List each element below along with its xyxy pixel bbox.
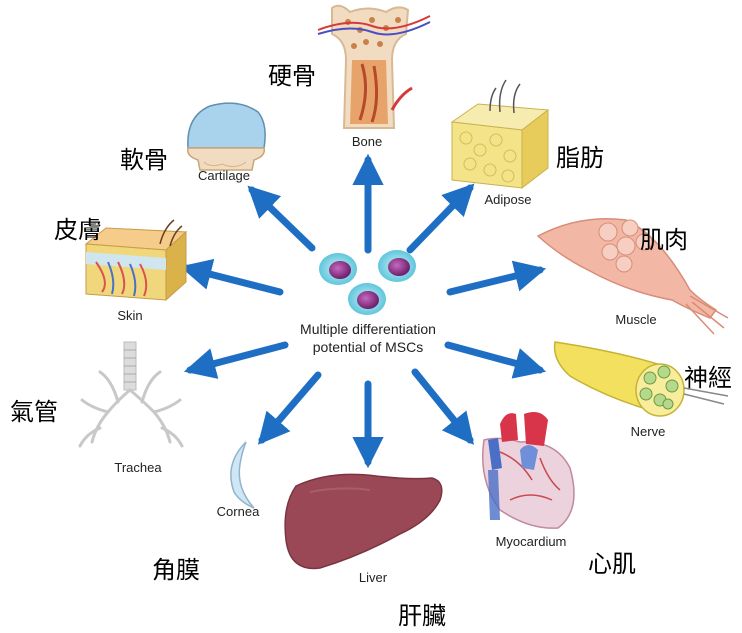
label-bone: Bone: [352, 134, 382, 149]
zh-label-cornea: 角膜: [152, 556, 200, 584]
label-nerve: Nerve: [631, 424, 666, 439]
trachea-illustration: [80, 342, 182, 446]
zh-label-trachea: 氣管: [10, 398, 58, 426]
zh-label-bone: 硬骨: [268, 62, 316, 90]
zh-label-nerve: 神經: [684, 364, 732, 392]
zh-label-adipose: 脂肪: [556, 144, 604, 172]
cornea-illustration: [231, 442, 254, 508]
label-muscle: Muscle: [615, 312, 656, 327]
arrow-cornea: [262, 375, 318, 440]
center-caption-line1: Multiple differentiation: [300, 321, 436, 337]
cartilage-illustration: [188, 103, 265, 170]
label-adipose: Adipose: [485, 192, 532, 207]
label-myocardium: Myocardium: [496, 534, 567, 549]
msc-cell: [348, 283, 386, 315]
zh-label-myocardium: 心肌: [588, 550, 636, 578]
zh-label-muscle: 肌肉: [640, 226, 688, 254]
center-caption-line2: potential of MSCs: [313, 339, 424, 355]
liver-illustration: [285, 474, 442, 568]
arrow-nerve: [448, 345, 540, 370]
arrow-trachea: [190, 345, 285, 370]
label-skin: Skin: [117, 308, 142, 323]
msc-cell: [378, 250, 416, 282]
center-caption: Multiple differentiation potential of MS…: [300, 321, 436, 355]
label-liver: Liver: [359, 570, 388, 585]
arrow-adipose: [410, 188, 470, 250]
bone-illustration: [318, 6, 430, 128]
arrow-myocardium: [415, 372, 470, 440]
adipose-illustration: [452, 80, 548, 188]
label-cartilage: Cartilage: [198, 168, 250, 183]
label-trachea: Trachea: [114, 460, 162, 475]
heart-illustration: [483, 412, 574, 528]
arrow-skin: [186, 268, 280, 292]
zh-label-skin: 皮膚: [54, 216, 102, 244]
zh-label-cartilage: 軟骨: [120, 146, 168, 174]
zh-label-liver: 肝臟: [398, 602, 446, 630]
msc-cell: [319, 253, 357, 285]
label-cornea: Cornea: [217, 504, 260, 519]
arrow-muscle: [450, 270, 540, 292]
arrow-cartilage: [252, 190, 312, 248]
msc-cells: [319, 250, 416, 315]
